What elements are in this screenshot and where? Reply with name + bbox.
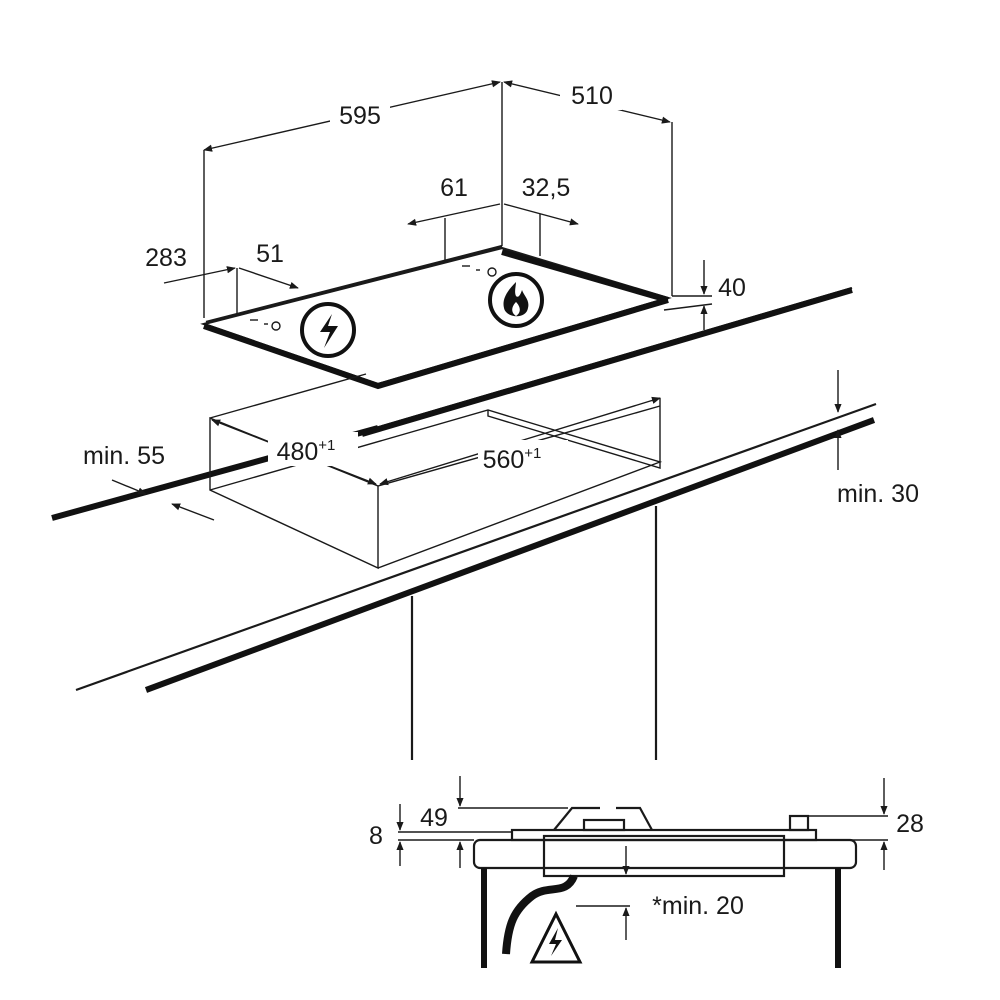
dim-width-total: 595 [339,102,381,130]
dim-left-knob-offset: 51 [256,240,284,268]
section-worktop [472,838,858,870]
dim-min-below: *min. 20 [652,892,744,920]
worktop-front-top [75,402,877,692]
dim-side-clearance: min. 55 [83,442,165,470]
dim-right-knob-offset: 32,5 [522,174,571,202]
hob-front-edge [203,297,669,390]
electric-hazard-triangle-icon [529,910,583,964]
dim-cutout-depth: 480+1 [277,437,336,466]
cross-section: 8 49 28 *min. 20 [369,776,924,968]
hob-rear-edge [205,244,503,324]
worktop-front-bottom [144,417,876,693]
dim-height-top: 40 [718,274,746,302]
worktop-cutout: 480+1 560+1 min. 55 min. 30 [51,286,919,760]
dim-cutout-width: 560+1 [483,445,542,474]
dim-worktop-thickness: min. 30 [837,480,919,508]
hob-right-edge [501,249,669,303]
section-cable [502,874,578,955]
dim-knob-height: 28 [896,810,924,838]
section-hob-top [510,828,818,842]
dim-burner-height: 49 [420,804,448,832]
hob-top-view: 595 510 283 51 61 32,5 40 [145,80,746,390]
dim-section-gap: 8 [369,822,383,850]
gas-flame-icon [488,272,544,328]
section-hob-body [542,834,786,878]
dim-right-rear-offset: 61 [440,174,468,202]
section-knob [788,814,810,832]
electric-warning-icon [300,302,356,358]
dim-depth-total: 510 [571,82,613,110]
dim-left-rear-offset: 283 [145,244,187,272]
